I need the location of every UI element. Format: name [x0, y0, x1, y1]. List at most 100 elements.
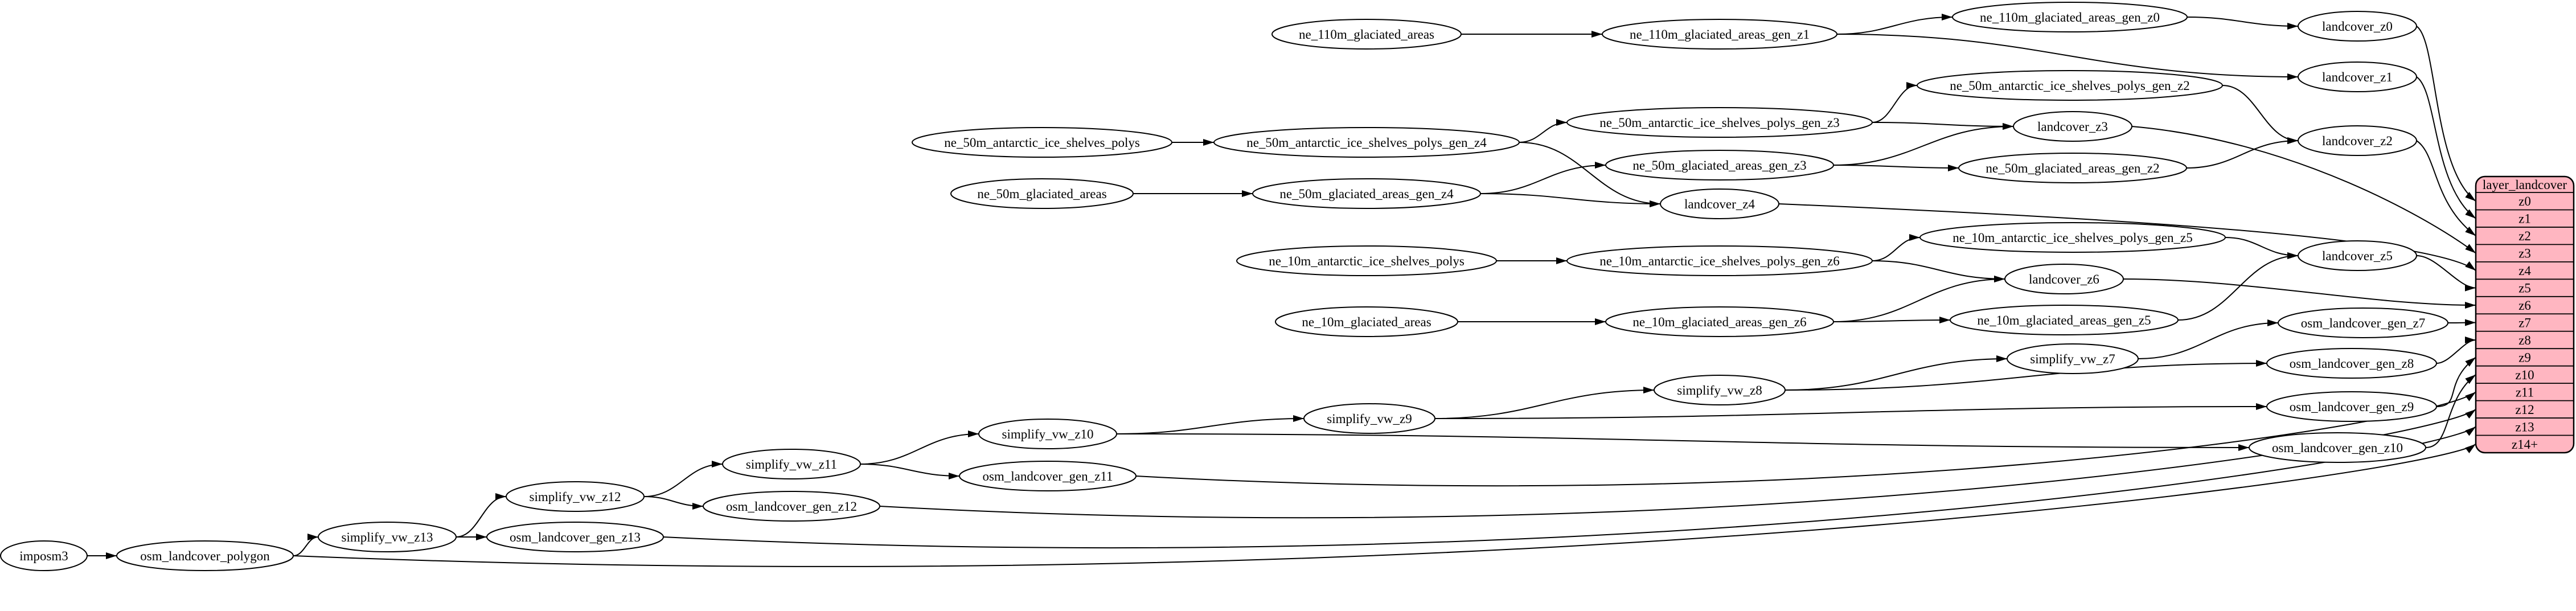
node-ellipse-ne_50m_antarctic_ice_shelves_polys_gen_z4 — [1213, 127, 1520, 158]
edge-osm_landcover_gen_z9-to-row-z9 — [2436, 356, 2476, 407]
edge-ne_50m_antarctic_ice_shelves_polys_gen_z4-to-ne_50m_antarctic_ice_shelves_polys_gen_z3 — [1519, 119, 1568, 143]
node-label-ne_110m_glaciated_areas_gen_z1: ne_110m_glaciated_areas_gen_z1 — [1630, 27, 1810, 42]
node-ellipse-ne_10m_antarctic_ice_shelves_polys_gen_z6 — [1566, 245, 1873, 276]
node-simplify_vw_z8: simplify_vw_z8 — [1654, 375, 1786, 405]
node-label-simplify_vw_z8: simplify_vw_z8 — [1677, 383, 1762, 397]
edge-landcover_z6-to-row-z6 — [2123, 278, 2476, 309]
node-ne_10m_antarctic_ice_shelves_polys: ne_10m_antarctic_ice_shelves_polys — [1236, 245, 1497, 276]
node-landcover_z0: landcover_z0 — [2298, 11, 2417, 42]
node-label-simplify_vw_z12: simplify_vw_z12 — [530, 490, 621, 504]
node-simplify_vw_z11: simplify_vw_z11 — [722, 449, 861, 479]
node-ne_50m_antarctic_ice_shelves_polys_gen_z3: ne_50m_antarctic_ice_shelves_polys_gen_z… — [1566, 107, 1873, 138]
edge-landcover_z3-to-row-z3 — [2131, 126, 2476, 254]
edge-osm_landcover_gen_z8-to-row-z8 — [2436, 337, 2476, 364]
node-ne_10m_glaciated_areas: ne_10m_glaciated_areas — [1275, 306, 1458, 337]
table-row-z0: z0 — [2518, 194, 2531, 208]
edge-ne_50m_glaciated_areas_gen_z3-to-ne_50m_glaciated_areas_gen_z2 — [1833, 164, 1959, 171]
node-ellipse-simplify_vw_z8 — [1654, 375, 1786, 405]
node-label-ne_10m_antarctic_ice_shelves_polys_gen_z6: ne_10m_antarctic_ice_shelves_polys_gen_z… — [1599, 254, 1840, 268]
node-ellipse-landcover_z1 — [2298, 61, 2417, 92]
table-row-z7: z7 — [2518, 316, 2531, 330]
edge-landcover_z4-to-row-z4 — [1778, 203, 2476, 271]
node-osm_landcover_gen_z10: osm_landcover_gen_z10 — [2249, 432, 2426, 463]
node-ellipse-landcover_z3 — [2013, 111, 2132, 142]
node-landcover_z5: landcover_z5 — [2298, 240, 2417, 271]
node-ellipse-ne_10m_glaciated_areas_gen_z5 — [1950, 305, 2179, 335]
node-label-ne_50m_antarctic_ice_shelves_polys_gen_z2: ne_50m_antarctic_ice_shelves_polys_gen_z… — [1950, 79, 2190, 93]
edge-ne_110m_glaciated_areas_gen_z1-to-ne_110m_glaciated_areas_gen_z0 — [1836, 14, 1953, 35]
node-ellipse-landcover_z6 — [2004, 264, 2124, 294]
node-ellipse-osm_landcover_polygon — [116, 540, 294, 571]
node-label-osm_landcover_gen_z9: osm_landcover_gen_z9 — [2290, 400, 2414, 414]
edge-ne_10m_glaciated_areas_gen_z6-to-ne_10m_glaciated_areas_gen_z5 — [1833, 317, 1951, 324]
node-label-osm_landcover_polygon: osm_landcover_polygon — [140, 549, 270, 563]
node-ellipse-ne_50m_glaciated_areas_gen_z4 — [1252, 178, 1481, 209]
table-row-z3: z3 — [2518, 247, 2531, 261]
node-ellipse-imposm3 — [0, 540, 88, 571]
node-ellipse-landcover_z5 — [2298, 240, 2417, 271]
node-osm_landcover_gen_z8: osm_landcover_gen_z8 — [2266, 348, 2437, 379]
node-ne_110m_glaciated_areas: ne_110m_glaciated_areas — [1271, 19, 1462, 50]
node-label-osm_landcover_gen_z10: osm_landcover_gen_z10 — [2272, 441, 2403, 455]
edge-osm_landcover_polygon-to-row-z14+ — [293, 443, 2476, 567]
node-ellipse-ne_50m_antarctic_ice_shelves_polys — [912, 127, 1172, 158]
edge-simplify_vw_z7-to-osm_landcover_gen_z7 — [2138, 319, 2279, 359]
edge-landcover_z1-to-row-z1 — [2416, 76, 2476, 219]
node-ellipse-osm_landcover_gen_z12 — [703, 491, 880, 522]
table-row-z13: z13 — [2515, 420, 2534, 434]
node-label-ne_10m_glaciated_areas: ne_10m_glaciated_areas — [1302, 315, 1431, 329]
edge-simplify_vw_z11-to-osm_landcover_gen_z11 — [860, 464, 960, 479]
node-ellipse-ne_10m_antarctic_ice_shelves_polys_gen_z5 — [1919, 222, 2226, 253]
edge-ne_50m_antarctic_ice_shelves_polys_gen_z2-to-landcover_z2 — [2222, 85, 2299, 144]
node-landcover_z1: landcover_z1 — [2298, 61, 2417, 92]
node-ne_10m_glaciated_areas_gen_z6: ne_10m_glaciated_areas_gen_z6 — [1605, 306, 1834, 337]
edge-landcover_z0-to-row-z0 — [2416, 26, 2476, 202]
node-ellipse-ne_50m_glaciated_areas_gen_z2 — [1958, 153, 2187, 183]
edges-layer — [87, 14, 2476, 567]
layer-landcover-table: z0z1z2z3z4z5z6z7z8z9z10z11z12z13z14+laye… — [2475, 175, 2575, 454]
node-osm_landcover_gen_z7: osm_landcover_gen_z7 — [2278, 307, 2448, 338]
node-simplify_vw_z7: simplify_vw_z7 — [2007, 343, 2139, 374]
node-label-ne_50m_glaciated_areas_gen_z4: ne_50m_glaciated_areas_gen_z4 — [1279, 187, 1454, 201]
node-label-ne_10m_glaciated_areas_gen_z6: ne_10m_glaciated_areas_gen_z6 — [1632, 315, 1806, 329]
edge-simplify_vw_z12-to-simplify_vw_z11 — [643, 461, 723, 497]
edge-simplify_vw_z8-to-osm_landcover_gen_z8 — [1785, 360, 2267, 391]
edge-ne_50m_glaciated_areas_gen_z4-to-landcover_z4 — [1480, 193, 1661, 207]
table-row-z12: z12 — [2515, 403, 2534, 417]
node-label-simplify_vw_z7: simplify_vw_z7 — [2030, 352, 2115, 366]
node-imposm3: imposm3 — [0, 540, 88, 571]
edge-osm_landcover_gen_z12-to-row-z12 — [879, 409, 2476, 519]
node-ne_50m_glaciated_areas_gen_z2: ne_50m_glaciated_areas_gen_z2 — [1958, 153, 2187, 183]
node-osm_landcover_gen_z9: osm_landcover_gen_z9 — [2266, 391, 2437, 422]
node-ellipse-simplify_vw_z9 — [1303, 403, 1435, 434]
node-ellipse-osm_landcover_gen_z9 — [2266, 391, 2437, 422]
edge-osm_landcover_gen_z13-to-row-z13 — [663, 426, 2476, 549]
node-ellipse-simplify_vw_z13 — [318, 522, 457, 552]
node-osm_landcover_gen_z13: osm_landcover_gen_z13 — [486, 522, 664, 552]
node-landcover_z4: landcover_z4 — [1660, 188, 1779, 219]
node-ellipse-osm_landcover_gen_z7 — [2278, 307, 2448, 338]
node-label-landcover_z6: landcover_z6 — [2029, 272, 2099, 286]
node-simplify_vw_z9: simplify_vw_z9 — [1303, 403, 1435, 434]
node-label-landcover_z1: landcover_z1 — [2322, 70, 2393, 84]
node-label-simplify_vw_z10: simplify_vw_z10 — [1002, 427, 1094, 441]
edge-simplify_vw_z9-to-simplify_vw_z8 — [1434, 387, 1655, 419]
edge-simplify_vw_z8-to-simplify_vw_z7 — [1785, 355, 2008, 391]
node-ellipse-ne_110m_glaciated_areas — [1271, 19, 1462, 50]
table-row-z14+: z14+ — [2512, 437, 2538, 452]
node-ellipse-osm_landcover_gen_z8 — [2266, 348, 2437, 379]
table-header: layer_landcover — [2483, 178, 2567, 192]
node-ne_50m_antarctic_ice_shelves_polys_gen_z2: ne_50m_antarctic_ice_shelves_polys_gen_z… — [1917, 70, 2223, 101]
edge-ne_50m_glaciated_areas_gen_z3-to-landcover_z3 — [1833, 123, 2014, 166]
node-ellipse-landcover_z0 — [2298, 11, 2417, 42]
edge-ne_10m_glaciated_areas_gen_z5-to-landcover_z5 — [2177, 252, 2299, 321]
table-row-z11: z11 — [2516, 385, 2534, 399]
node-label-ne_110m_glaciated_areas: ne_110m_glaciated_areas — [1299, 27, 1434, 42]
node-landcover_z2: landcover_z2 — [2298, 125, 2417, 156]
edge-ne_10m_glaciated_areas_gen_z6-to-landcover_z6 — [1833, 276, 2005, 322]
edge-simplify_vw_z10-to-simplify_vw_z9 — [1116, 415, 1305, 434]
node-label-ne_50m_antarctic_ice_shelves_polys_gen_z4: ne_50m_antarctic_ice_shelves_polys_gen_z… — [1246, 136, 1487, 150]
nodes-layer: imposm3 osm_landcover_polygon simplify_vw_… — [0, 2, 2448, 571]
edge-simplify_vw_z9-to-osm_landcover_gen_z9 — [1434, 403, 2267, 419]
